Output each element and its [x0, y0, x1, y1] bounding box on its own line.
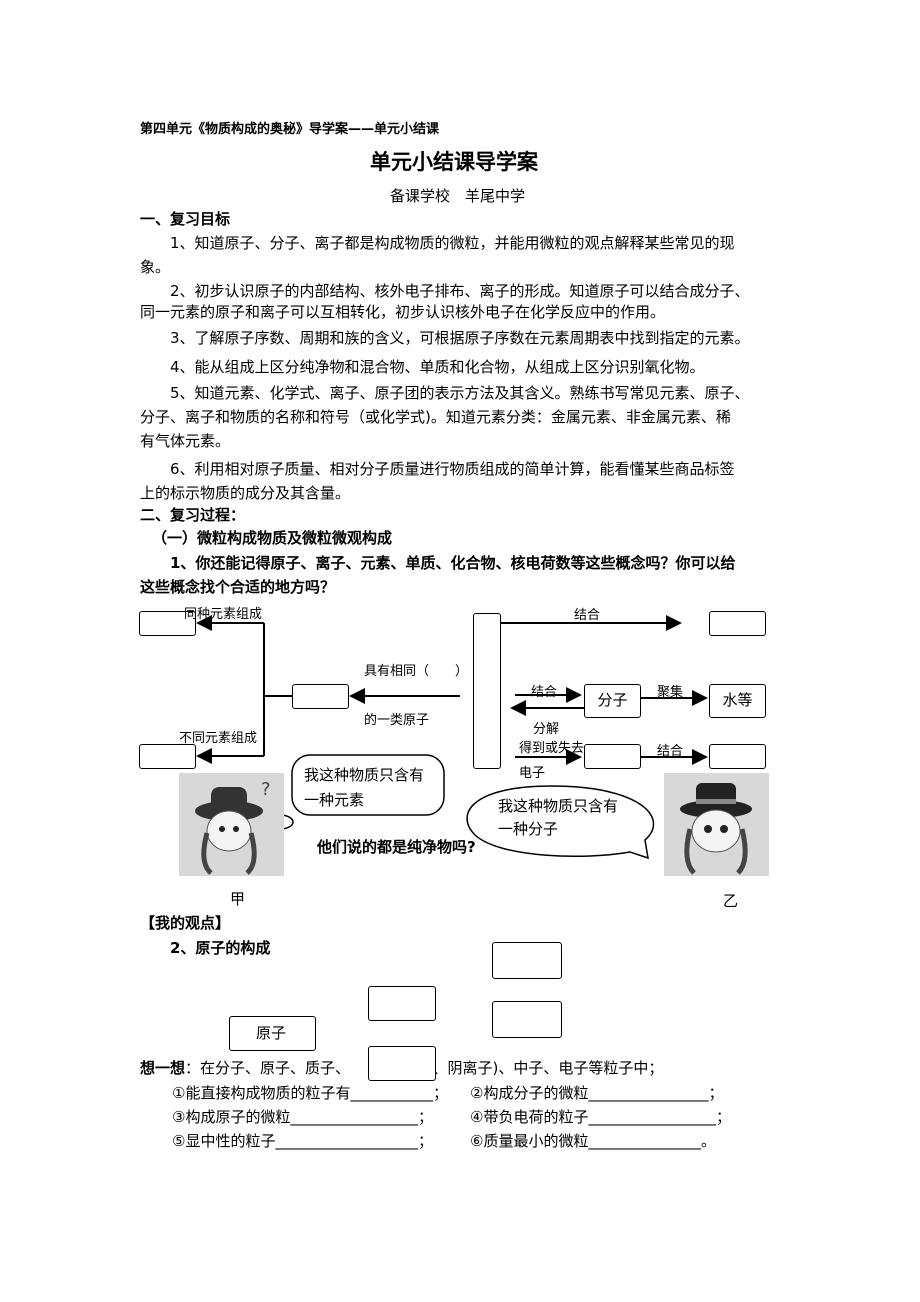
bubble-yi-line1: 我这种物质只含有 — [498, 797, 619, 815]
goal-line: 有气体元素。 — [140, 432, 231, 450]
think-q6[interactable]: ⑥质量最小的微粒_______________。 — [470, 1132, 716, 1150]
label-gather: 聚集 — [657, 685, 684, 700]
goal-line: 2、初步认识原子的内部结构、核外电子排布、离子的形成。知道原子可以结合成分子、 — [170, 282, 750, 300]
page-title: 单元小结课导学案 — [370, 150, 538, 174]
label-jia: 甲 — [230, 890, 246, 908]
atom-section-heading: 2、原子的构成 — [170, 939, 271, 957]
label-decompose: 分解 — [533, 722, 560, 737]
bubble-jia-line1: 我这种物质只含有 — [304, 766, 425, 784]
blank-box-bottom-right[interactable] — [709, 744, 766, 769]
cartoon-question: 他们说的都是纯净物吗? — [317, 838, 476, 856]
blank-box-ion[interactable] — [584, 744, 641, 769]
think-q5[interactable]: ⑤显中性的粒子___________________； — [172, 1132, 433, 1150]
school-line: 备课学校 羊尾中学 — [390, 187, 526, 205]
label-same-element: 同种元素组成 — [184, 607, 263, 622]
blank-box-simple-substance[interactable] — [139, 611, 196, 636]
molecule-box: 分子 — [584, 684, 641, 718]
label-class-of-atoms: 的一类原子 — [364, 713, 430, 728]
goal-line: 3、了解原子序数、周期和族的含义，可根据原子序数在元素周期表中找到指定的元素。 — [170, 329, 750, 347]
goal-line: 象。 — [140, 258, 171, 276]
label-combine-low: 结合 — [657, 744, 684, 759]
blank-box-compound[interactable] — [139, 744, 196, 769]
goal-line: 分子、离子和物质的名称和符号（或化学式)。知道元素分类：金属元素、非金属元素、稀 — [140, 408, 731, 426]
subsection-heading: （一）微粒构成物质及微粒微观构成 — [152, 529, 393, 547]
blank-box-proton[interactable] — [492, 942, 562, 979]
section-heading-process: 二、复习过程： — [140, 506, 246, 524]
water-box: 水等 — [709, 684, 766, 718]
think-label: 想一想 — [140, 1059, 186, 1077]
speech-bubble-jia — [291, 754, 445, 816]
blank-box-element[interactable] — [292, 684, 349, 709]
unit-title: 第四单元《物质构成的奥秘》导学案——单元小结课 — [140, 122, 440, 137]
think-q4[interactable]: ④带负电荷的粒子_________________； — [470, 1108, 731, 1126]
question-1-line: 1、你还能记得原子、离子、元素、单质、化合物、核电荷数等这些概念吗？你可以给 — [170, 554, 736, 572]
goal-line: 上的标示物质的成分及其含量。 — [140, 484, 351, 502]
think-q1[interactable]: ①能直接构成物质的粒子有___________； — [172, 1084, 448, 1102]
label-combine-mid: 结合 — [531, 685, 558, 700]
blank-box-neutron[interactable] — [492, 1001, 562, 1038]
goal-line: 6、利用相对原子质量、相对分子质量进行物质组成的简单计算，能看懂某些商品标签 — [170, 460, 735, 478]
blank-box-electron[interactable] — [368, 1046, 436, 1081]
label-diff-element: 不同元素组成 — [179, 731, 258, 746]
blank-box-nucleus[interactable] — [368, 986, 436, 1021]
goal-line: 同一元素的原子和离子可以互相转化，初步认识核外电子在化学反应中的作用。 — [140, 303, 666, 321]
goal-line: 1、知道原子、分子、离子都是构成物质的微粒，并能用微粒的观点解释某些常见的现 — [170, 234, 735, 252]
section-heading-goals: 一、复习目标 — [140, 210, 231, 228]
label-electrons: 电子 — [519, 766, 546, 781]
label-combine-top: 结合 — [574, 608, 601, 623]
blank-box-top-right[interactable] — [709, 611, 766, 636]
bubble-jia-line2: 一种元素 — [304, 791, 365, 809]
cartoon-girl-yi — [664, 773, 769, 876]
question-1-line: 这些概念找个合适的地方吗？ — [140, 578, 336, 596]
concept-diagram-lines — [196, 615, 708, 860]
think-q3[interactable]: ③构成原子的微粒_________________； — [172, 1108, 433, 1126]
goal-line: 5、知道元素、化学式、离子、原子团的表示方法及其含义。熟练书写常见元素、原子、 — [170, 384, 750, 402]
my-opinion-label: 【我的观点】 — [140, 914, 231, 932]
atom-box: 原子 — [229, 1016, 316, 1051]
blank-box-atom-vertical[interactable] — [473, 613, 501, 769]
label-have-same: 具有相同（ ） — [364, 664, 469, 679]
bubble-yi-line2: 一种分子 — [498, 820, 559, 838]
label-gain-lose: 得到或失去 — [519, 741, 585, 756]
svg-text:?: ? — [261, 779, 271, 800]
label-yi: 乙 — [723, 892, 739, 910]
cartoon-girl-jia: ? — [179, 773, 284, 876]
speech-bubble-yi — [466, 785, 655, 860]
goal-line: 4、能从组成上区分纯净物和混合物、单质和化合物，从组成上区分识别氧化物。 — [170, 358, 705, 376]
think-q2[interactable]: ②构成分子的微粒________________； — [470, 1084, 724, 1102]
